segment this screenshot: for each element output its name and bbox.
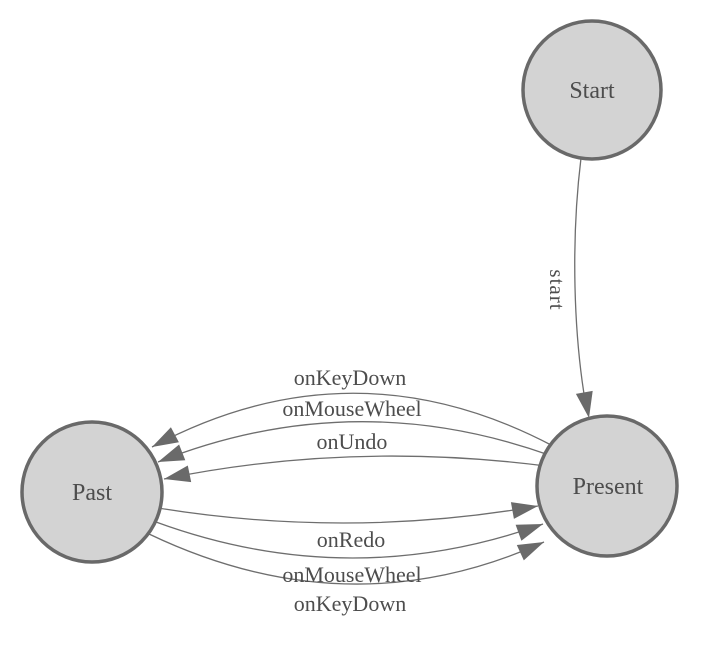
edge-label-onkeydown-top: onKeyDown <box>294 365 406 390</box>
edge-label-onundo: onUndo <box>317 429 388 454</box>
node-past[interactable] <box>20 420 164 564</box>
edge-arrowheads <box>152 390 593 561</box>
arrowhead-onkeydown-to-past <box>152 427 179 447</box>
edge-label-start: start <box>545 269 569 310</box>
arrowhead-onundo-to-past <box>164 465 192 483</box>
edge-label-onkeydown-bottom: onKeyDown <box>294 591 406 616</box>
edge-present-to-past-onkeydown <box>151 392 554 448</box>
node-start-circle[interactable] <box>521 19 663 161</box>
edge-label-onredo: onRedo <box>317 527 385 552</box>
node-present[interactable] <box>535 414 679 558</box>
node-present-circle[interactable] <box>535 414 679 558</box>
edge-present-to-past-onmousewheel <box>157 421 550 463</box>
node-start-label: Start <box>569 78 615 104</box>
arrowhead-onredo-to-present <box>510 502 538 519</box>
arrowhead-onmousewheel-to-past <box>158 444 186 462</box>
node-past-circle[interactable] <box>20 420 164 564</box>
edge-labels: start onKeyDown onMouseWheel onUndo onRe… <box>282 269 569 616</box>
edge-label-onmousewheel-top: onMouseWheel <box>282 396 421 421</box>
edge-lines <box>148 157 588 585</box>
edge-label-onmousewheel-bottom: onMouseWheel <box>282 562 421 587</box>
edge-past-to-present-onredo <box>157 505 539 524</box>
arrowhead-start-to-present <box>575 390 593 418</box>
arrowhead-onmousewheel-to-present <box>515 524 543 541</box>
node-present-label: Present <box>573 474 644 500</box>
node-start[interactable] <box>521 19 663 161</box>
node-past-label: Past <box>72 480 112 506</box>
edge-past-to-present-onmousewheel <box>155 521 544 559</box>
edge-start-to-present <box>574 157 588 413</box>
edge-past-to-present-onkeydown <box>148 533 545 585</box>
arrowhead-onkeydown-to-present <box>516 542 544 561</box>
edge-present-to-past-onundo <box>163 455 547 480</box>
node-labels: Start Present Past <box>72 78 644 506</box>
